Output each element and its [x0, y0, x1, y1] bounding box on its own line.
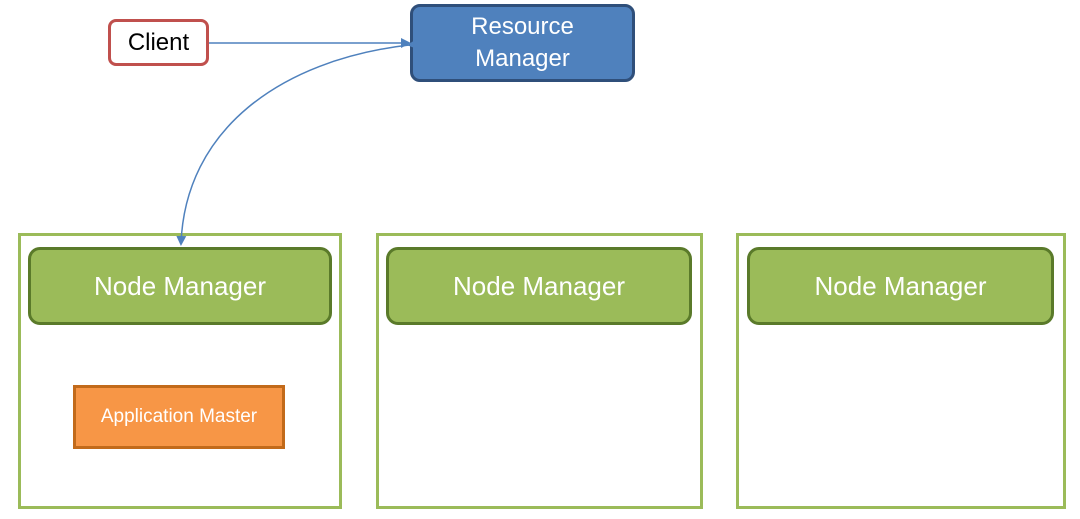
resource-manager-label-line2: Manager	[475, 45, 570, 72]
node-manager-1-label: Node Manager	[94, 270, 266, 301]
application-master[interactable]: Application Master	[73, 385, 285, 449]
node-manager-1[interactable]: Node Manager	[28, 247, 332, 325]
node-manager-2[interactable]: Node Manager	[386, 247, 692, 325]
node-manager-3[interactable]: Node Manager	[747, 247, 1054, 325]
client-label: Client	[127, 28, 190, 56]
node-manager-3-label: Node Manager	[814, 270, 987, 301]
resource-manager-to-node-arrow	[176, 39, 418, 246]
client-box[interactable]: Client	[108, 19, 209, 66]
resource-manager-label-line1: Resource	[471, 13, 574, 40]
resource-manager[interactable]: Resource Manager	[410, 4, 635, 82]
application-master-label: Application Master	[100, 406, 258, 427]
node-manager-2-label: Node Manager	[453, 270, 625, 301]
